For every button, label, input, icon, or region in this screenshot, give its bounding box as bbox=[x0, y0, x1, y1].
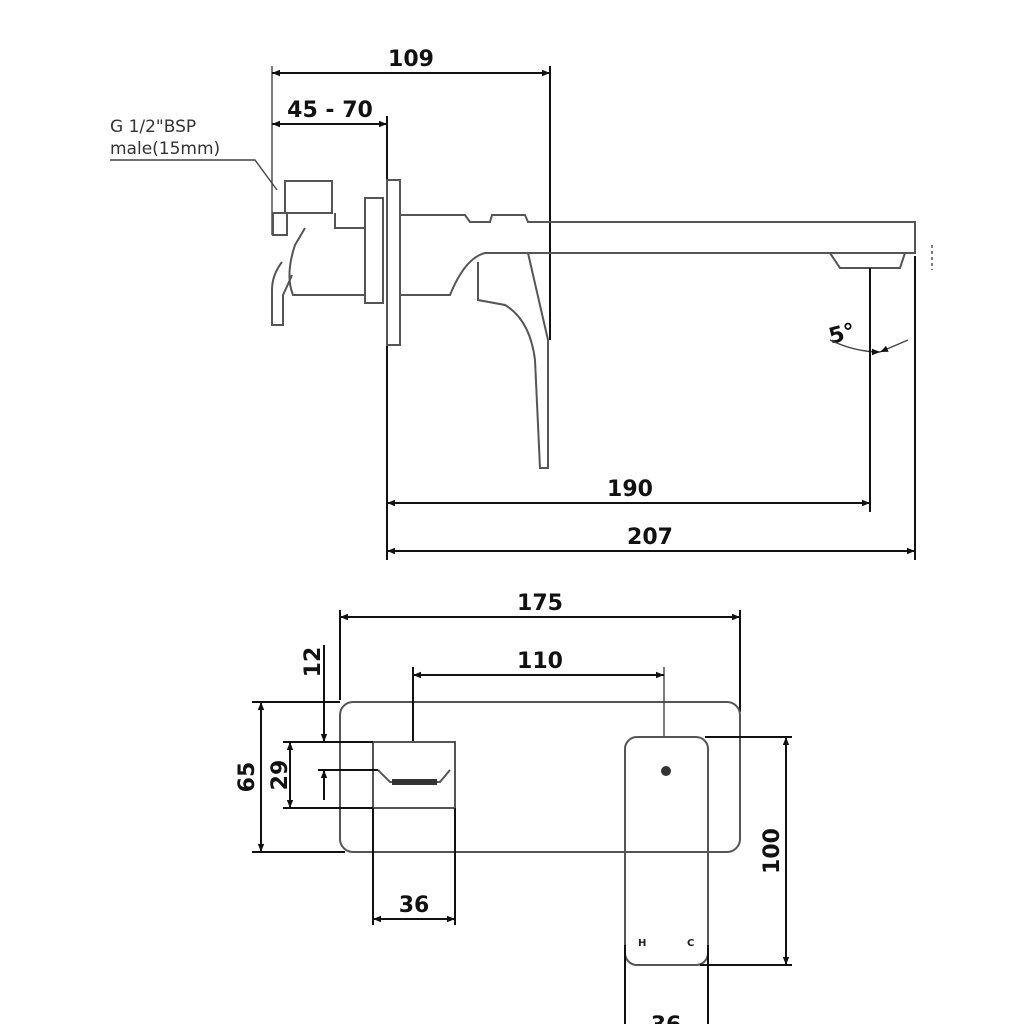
valve-cap bbox=[272, 212, 288, 236]
dim-label-29: 29 bbox=[268, 760, 293, 791]
dim-label-65: 65 bbox=[235, 762, 260, 793]
dim-label-110: 110 bbox=[517, 649, 563, 674]
cold-label: C bbox=[687, 938, 694, 949]
lever-handle bbox=[477, 252, 549, 469]
leader-line bbox=[110, 159, 278, 191]
aerator bbox=[829, 252, 906, 269]
dim-label-175: 175 bbox=[517, 591, 563, 616]
dim-label-45-70: 45 - 70 bbox=[287, 98, 373, 123]
wall-plate bbox=[339, 701, 741, 853]
lever-handle-front bbox=[624, 736, 709, 966]
side-view: 109 45 - 70 G 1/2"BSP male(15mm) 5° 190 … bbox=[110, 47, 933, 560]
front-view: 175 110 H C 65 29 12 36 100 bbox=[235, 591, 792, 1024]
logo-mark-icon bbox=[661, 766, 671, 776]
dim-label-12: 12 bbox=[301, 647, 326, 678]
dim-label-207: 207 bbox=[627, 525, 673, 550]
dim-label-100: 100 bbox=[760, 828, 785, 874]
thread-note-line1: G 1/2"BSP bbox=[110, 117, 196, 137]
dim-label-109: 109 bbox=[388, 47, 434, 72]
wall-flange bbox=[364, 197, 384, 304]
hot-label: H bbox=[638, 938, 646, 949]
mounting-plate bbox=[386, 179, 401, 346]
spout bbox=[400, 214, 916, 296]
thread-note-line2: male(15mm) bbox=[110, 139, 220, 159]
dim-label-36-spout: 36 bbox=[399, 893, 430, 918]
aerator-slot bbox=[392, 779, 437, 785]
valve-body bbox=[288, 213, 366, 296]
valve-handle bbox=[271, 261, 293, 326]
angle-arrow bbox=[879, 339, 909, 353]
dim-label-36-handle: 36 bbox=[651, 1013, 682, 1024]
dim-label-190: 190 bbox=[607, 477, 653, 502]
valve-inlet bbox=[284, 180, 333, 214]
spout-outlet bbox=[372, 741, 456, 809]
angle-arc bbox=[829, 339, 881, 356]
